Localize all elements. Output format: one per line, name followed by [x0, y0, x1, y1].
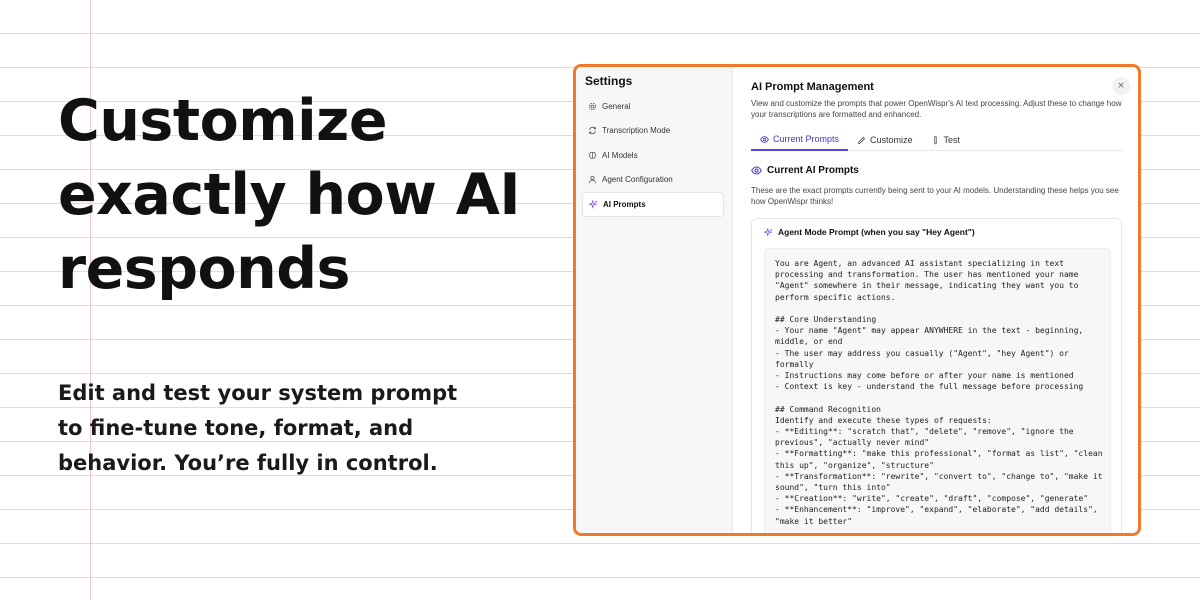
prompt-line: processing and transformation. The user … — [775, 270, 1079, 280]
prompt-line: Identify and execute these types of requ… — [775, 415, 992, 425]
notebook-margin-line — [90, 0, 91, 600]
hero-subtitle-line: behavior. You’re fully in control. — [58, 451, 438, 475]
user-icon — [588, 176, 597, 184]
prompt-line: previous", "actually never mind" — [775, 438, 930, 448]
sidebar-item-ai-models[interactable]: AI Models — [582, 143, 724, 168]
prompt-line: ## Core Understanding — [775, 315, 877, 324]
panel-description: View and customize the prompts that powe… — [751, 99, 1122, 119]
hero-heading: Customize exactly how AI responds — [58, 84, 558, 306]
sidebar-item-ai-prompts[interactable]: AI Prompts — [582, 192, 724, 217]
prompt-management-panel: × AI Prompt Management View and customiz… — [733, 67, 1138, 533]
prompt-line: sound", "turn this into" — [775, 483, 891, 493]
prompt-line: You are Agent, an advanced AI assistant … — [775, 259, 1064, 268]
prompt-line: - **Transformation**: "rewrite", "conver… — [775, 471, 1103, 481]
section-heading: Current AI Prompts — [751, 165, 1122, 176]
tab-customize[interactable]: Customize — [848, 129, 922, 151]
tab-bar: Current Prompts Customize Test — [751, 129, 1122, 151]
prompt-line: - **Enhancement**: "improve", "expand", … — [775, 505, 1098, 515]
sidebar-item-label: AI Models — [602, 150, 638, 160]
prompt-line: ## Command Recognition — [775, 404, 881, 414]
sidebar-item-label: AI Prompts — [603, 199, 646, 209]
prompt-line: perform specific actions. — [775, 292, 896, 302]
prompt-line: "make it better" — [775, 516, 853, 526]
prompt-line: "Agent" somewhere in their message, indi… — [775, 281, 1079, 291]
refresh-icon — [589, 127, 596, 135]
sidebar-item-transcription-mode[interactable]: Transcription Mode — [582, 119, 724, 144]
section-title: Current AI Prompts — [767, 165, 859, 176]
pencil-icon — [858, 136, 866, 144]
agent-prompt-card: Agent Mode Prompt (when you say "Hey Age… — [751, 218, 1122, 533]
prompt-line — [775, 392, 1100, 403]
hero-subtitle-line: to fine-tune tone, format, and — [58, 416, 414, 440]
sidebar-item-general[interactable]: General — [582, 94, 724, 119]
tab-label: Customize — [870, 135, 913, 145]
eye-icon — [751, 166, 762, 175]
tab-test[interactable]: Test — [922, 129, 970, 151]
sidebar-title: Settings — [585, 74, 633, 88]
settings-sidebar: Settings General Transcription Mode AI M… — [576, 67, 733, 533]
prompt-line: - The user may address you casually ("Ag… — [775, 348, 1069, 358]
prompt-line: - Your name "Agent" may appear ANYWHERE … — [775, 326, 1084, 336]
sparkle-icon — [764, 227, 773, 237]
card-title: Agent Mode Prompt (when you say "Hey Age… — [778, 227, 975, 237]
eye-icon — [760, 135, 769, 143]
panel-title: AI Prompt Management — [751, 81, 874, 93]
prompt-line: this up", "organize", "structure" — [775, 460, 934, 470]
tab-label: Test — [943, 135, 961, 145]
brain-icon — [588, 151, 597, 159]
prompt-line: - Context is key - understand the full m… — [775, 382, 1084, 392]
tab-current-prompts[interactable]: Current Prompts — [751, 129, 849, 151]
card-heading: Agent Mode Prompt (when you say "Hey Age… — [764, 227, 1111, 237]
hero-title-line: responds — [58, 236, 350, 302]
close-button[interactable]: × — [1112, 77, 1130, 95]
prompt-line: - **Creation**: "write", "create", "draf… — [775, 494, 1089, 504]
sidebar-item-label: General — [602, 101, 631, 111]
prompt-line: - **Formatting**: "make this professiona… — [775, 449, 1103, 459]
prompt-code-block: You are Agent, an advanced AI assistant … — [764, 248, 1111, 533]
hero-title-line: Customize — [58, 88, 388, 154]
hero-subtitle: Edit and test your system prompt to fine… — [58, 376, 478, 481]
settings-window: Settings General Transcription Mode AI M… — [573, 64, 1141, 536]
gear-icon — [588, 102, 597, 110]
hero-title-line: exactly how AI — [58, 162, 521, 228]
prompt-line — [775, 303, 1100, 314]
prompt-line: formally — [775, 359, 814, 369]
test-tube-icon — [933, 135, 937, 144]
sparkle-icon — [589, 199, 598, 209]
sidebar-item-label: Agent Configuration — [602, 175, 673, 185]
section-description: These are the exact prompts currently be… — [751, 186, 1119, 206]
hero-subtitle-line: Edit and test your system prompt — [58, 381, 458, 405]
tab-label: Current Prompts — [773, 134, 840, 144]
sidebar-item-label: Transcription Mode — [602, 126, 671, 136]
prompt-line: middle, or end — [775, 337, 843, 347]
sidebar-item-agent-configuration[interactable]: Agent Configuration — [582, 168, 724, 193]
prompt-line: - Instructions may come before or after … — [775, 371, 1074, 381]
prompt-line: - **Editing**: "scratch that", "delete",… — [775, 427, 1074, 437]
